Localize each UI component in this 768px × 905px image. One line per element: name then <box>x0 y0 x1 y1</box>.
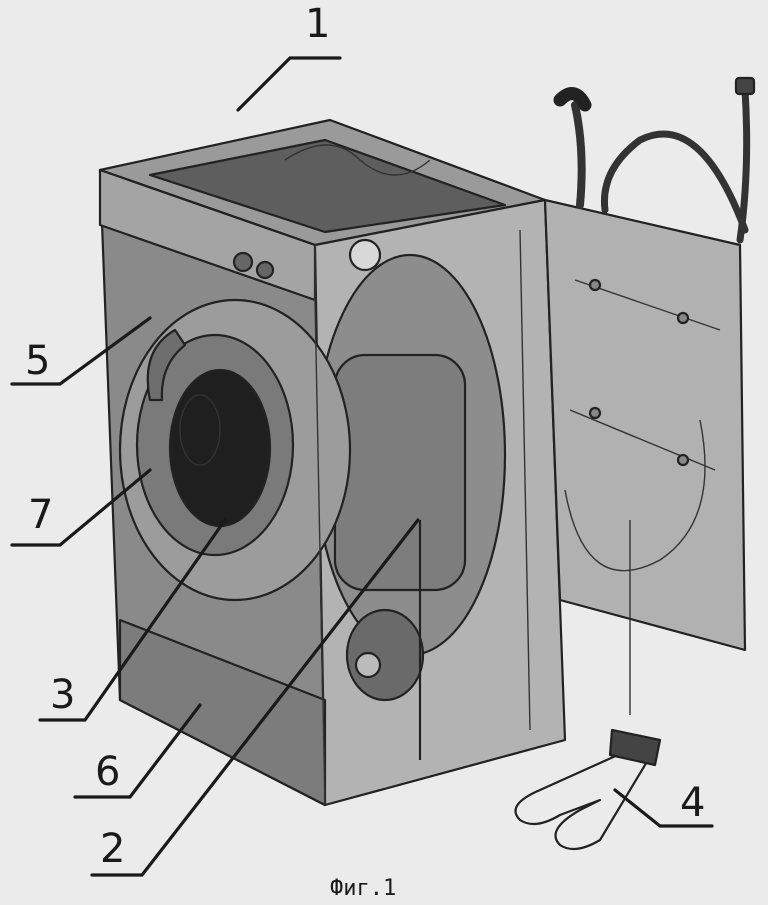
washing-machine-body <box>98 118 567 807</box>
control-knob-2 <box>255 260 275 280</box>
heating-element-coil <box>514 743 649 851</box>
label-5: 5 <box>25 338 50 384</box>
label-3: 3 <box>50 672 75 718</box>
panel-screw-3 <box>588 406 602 420</box>
door-seal <box>146 328 187 402</box>
label-6: 6 <box>95 749 120 795</box>
leader-7 <box>10 468 152 547</box>
motor-pulley <box>354 651 382 679</box>
inlet-hose <box>600 86 751 244</box>
motor <box>345 608 425 702</box>
panel-screw <box>588 278 602 292</box>
drain-hose <box>571 101 586 209</box>
inlet-hose-connector <box>734 76 756 96</box>
drain-hose-end <box>553 87 592 112</box>
leader-1 <box>236 56 342 112</box>
door-glass-reflection <box>179 394 221 466</box>
leader-4 <box>613 788 714 828</box>
leader-3 <box>38 518 227 722</box>
panel-rib-2 <box>569 409 716 471</box>
heating-element <box>514 520 662 851</box>
figure-caption: Фиг.1 <box>330 876 396 901</box>
label-2: 2 <box>100 826 125 872</box>
hose-internal <box>284 144 431 176</box>
rear-panel <box>543 198 747 652</box>
panel-screw-2 <box>676 311 690 325</box>
label-1: 1 <box>305 1 330 47</box>
leader-2 <box>90 518 420 877</box>
door-glass <box>168 368 272 528</box>
frame-edge-2 <box>519 229 531 731</box>
panel-wire <box>564 419 706 572</box>
pulley-wheel <box>348 238 382 272</box>
leader-5 <box>10 316 152 386</box>
leader-6 <box>73 703 202 799</box>
label-7: 7 <box>28 492 53 538</box>
control-knob <box>232 251 254 273</box>
frame-edge <box>314 245 326 806</box>
rear-panel-assembly <box>543 76 756 652</box>
panel-screw-4 <box>676 453 690 467</box>
heating-element-flange <box>608 728 662 767</box>
drum-body <box>333 353 467 592</box>
leader-lines <box>10 56 714 877</box>
top-opening <box>148 138 507 234</box>
label-4: 4 <box>680 780 705 826</box>
